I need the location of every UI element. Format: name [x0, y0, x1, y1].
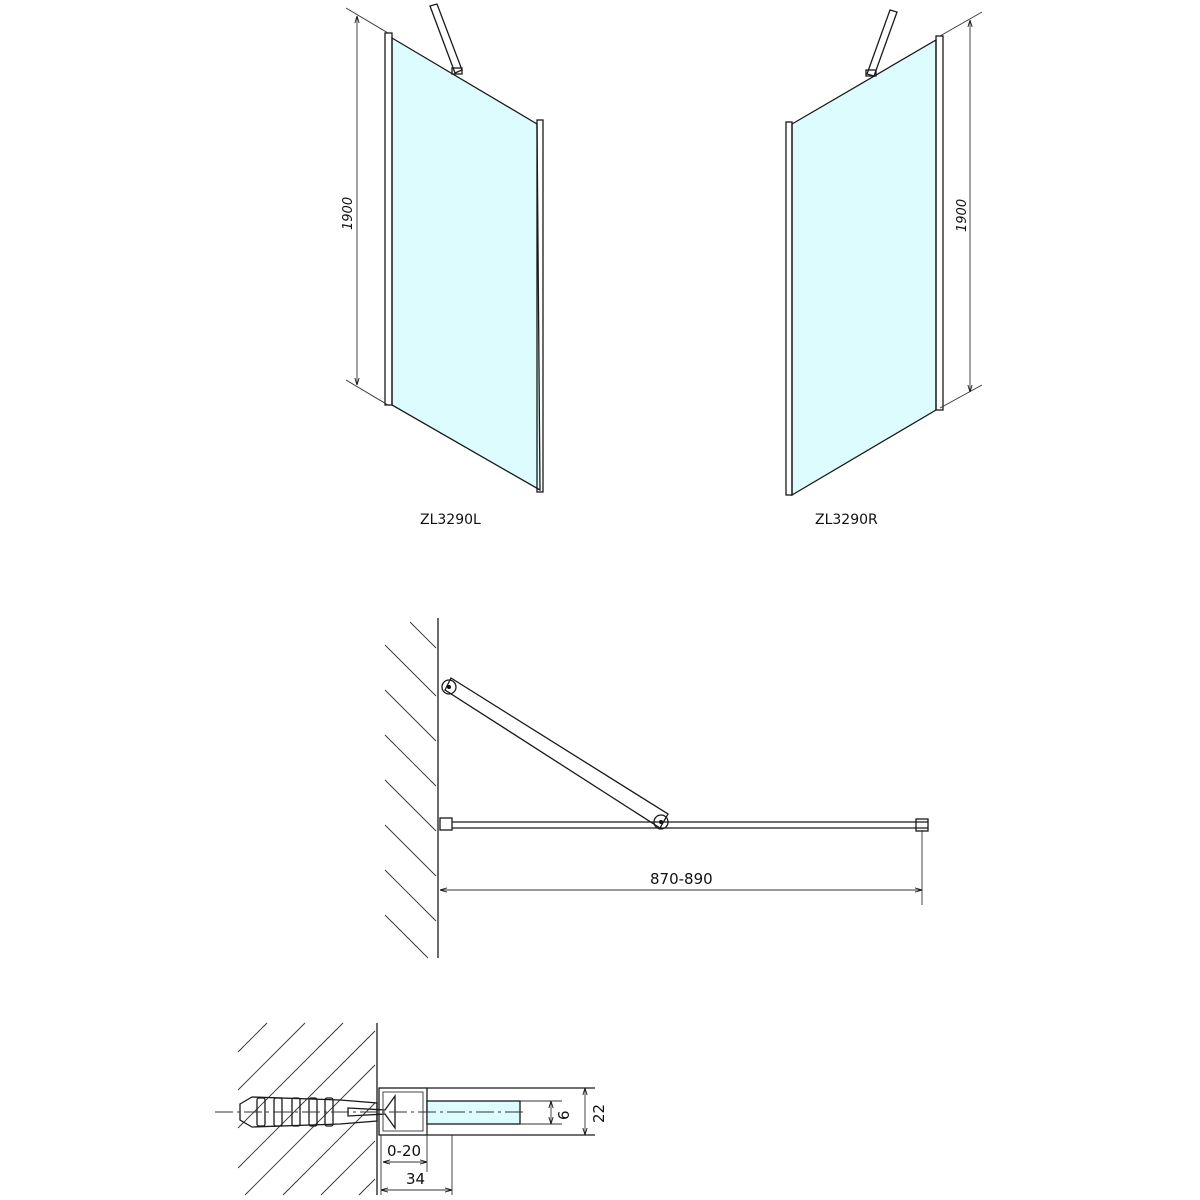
right-wall-profile: [935, 35, 944, 411]
left-glass-panel: [391, 36, 541, 492]
profile-width-dim: 22: [590, 1104, 608, 1123]
width-dim: 870-890: [650, 870, 713, 888]
right-height-dim: 1900: [955, 199, 970, 232]
top-view: 870-890: [384, 618, 929, 959]
left-edge-profile: [536, 119, 544, 493]
profile-detail-view: 6 22 0-20 34: [215, 1022, 608, 1196]
right-panel-view: 1900: [785, 9, 983, 497]
profile-depth-dim: 34: [406, 1170, 425, 1188]
wall-profile: [378, 1087, 428, 1136]
top-brace-arm: [444, 677, 669, 829]
adjust-dim: 0-20: [387, 1142, 421, 1160]
right-glass-panel: [791, 38, 937, 497]
right-edge-profile: [785, 121, 793, 496]
left-height-dim: 1900: [341, 197, 356, 230]
left-panel-label: ZL3290L: [420, 512, 481, 528]
right-panel-label: ZL3290R: [815, 512, 878, 528]
glass-thickness-dim: 6: [555, 1110, 573, 1120]
left-panel-view: 1900: [341, 3, 544, 493]
glass-section: [426, 1100, 521, 1125]
left-wall-profile: [384, 32, 393, 406]
